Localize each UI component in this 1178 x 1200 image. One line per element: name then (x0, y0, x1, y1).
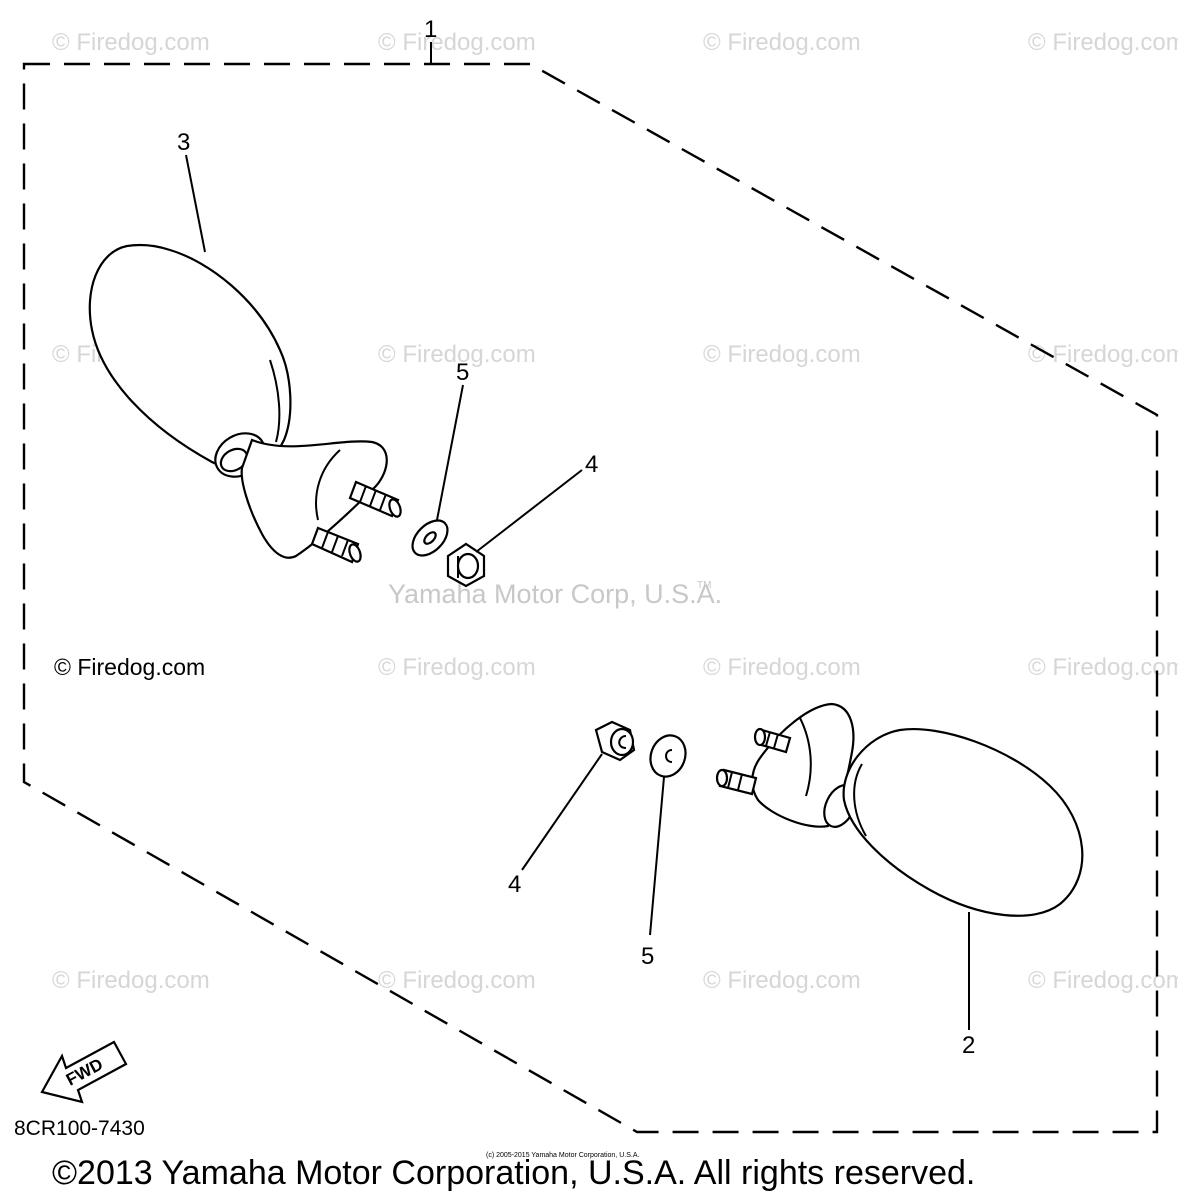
watermark: © Firedog.com (52, 29, 210, 56)
washer-lower (649, 734, 687, 778)
watermark: © Firedog.com (703, 29, 861, 56)
callout-1: 1 (424, 16, 437, 43)
center-watermark: Yamaha Motor Corp, U.S.A. (388, 579, 722, 609)
watermark: © Firedog.com (1028, 341, 1178, 368)
watermark: © Firedog.com (52, 967, 210, 994)
callout-5-lower: 5 (641, 943, 654, 970)
watermark: © Firedog.com (378, 29, 536, 56)
leader-line-3 (185, 154, 206, 253)
copyright-notice: ©2013 Yamaha Motor Corporation, U.S.A. A… (52, 1154, 975, 1192)
watermark: © Firedog.com (378, 967, 536, 994)
washer-upper (411, 519, 449, 557)
mirror-right (715, 702, 1084, 917)
watermark: © Firedog.com (1028, 967, 1178, 994)
small-notice: (c) 2005-2015 Yamaha Motor Corporation, … (486, 1152, 639, 1159)
watermark: © Firedog.com (1028, 654, 1178, 681)
leader-line-5-lower (649, 776, 665, 936)
watermark: © Firedog.com (378, 654, 536, 681)
callout-5-upper: 5 (456, 359, 469, 386)
leader-line-5-upper (436, 384, 464, 521)
watermark-dark: © Firedog.com (54, 654, 205, 680)
callout-4-upper: 4 (585, 451, 598, 478)
diagram-code: 8CR100-7430 (14, 1117, 145, 1140)
fwd-arrow: FWD (40, 1040, 128, 1104)
nut-upper (446, 542, 486, 588)
stud (348, 480, 402, 518)
callout-3: 3 (177, 129, 190, 156)
assembly-outline (22, 62, 1159, 1134)
callout-4-lower: 4 (508, 871, 521, 898)
mirror-left (88, 243, 402, 564)
watermark: © Firedog.com (703, 654, 861, 681)
leader-line-4-lower (521, 753, 603, 871)
leader-line-4-upper (475, 469, 583, 553)
watermark: © Firedog.com (378, 341, 536, 368)
nut-lower (594, 720, 636, 762)
watermark: © Firedog.com (1028, 29, 1178, 56)
callout-2: 2 (962, 1032, 975, 1059)
tm-mark: TM (697, 580, 711, 591)
watermark: © Firedog.com (703, 967, 861, 994)
stud (310, 526, 362, 564)
stud (715, 768, 758, 796)
watermark: © Firedog.com (703, 341, 861, 368)
stud (753, 727, 792, 754)
